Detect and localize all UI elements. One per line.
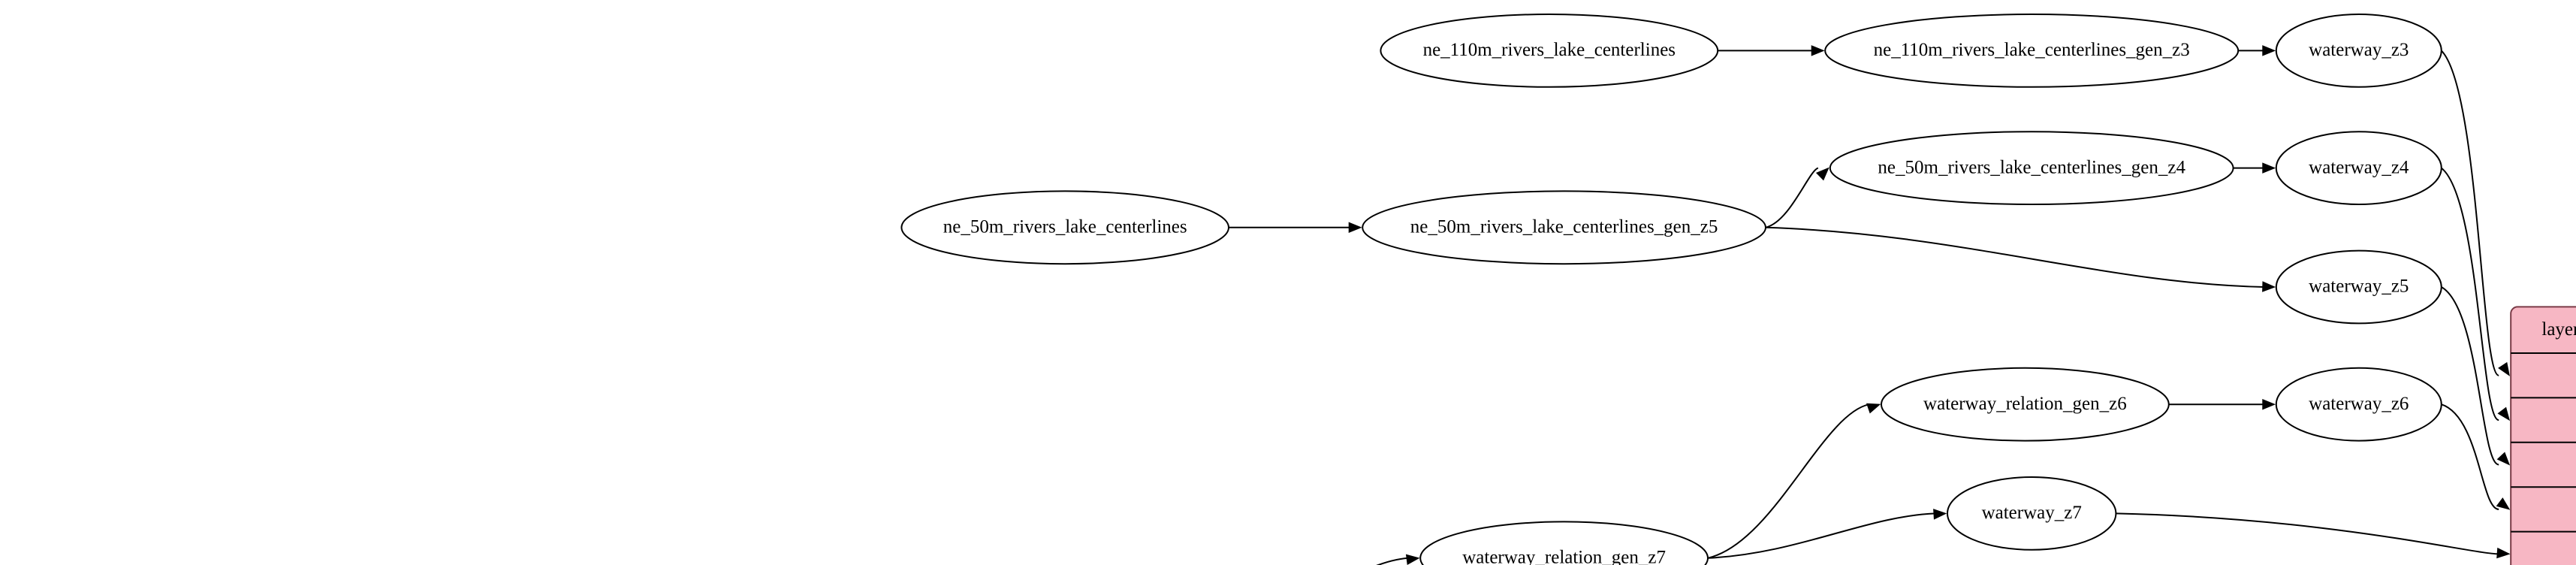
edge-layer	[1229, 45, 2511, 565]
node-shape	[2275, 249, 2442, 325]
edge-arrowhead	[1811, 45, 1825, 56]
edge-waterway_relation_gen_z8-to-waterway_relation_gen_z7	[1376, 554, 1420, 565]
edge-arrowhead	[1866, 403, 1881, 414]
edge-waterway_z4-to-layer_waterway-z4	[2441, 167, 2511, 421]
edge-waterway_relation_gen_z6-to-waterway_z6	[2168, 398, 2276, 410]
node-shape	[1824, 14, 2240, 88]
node-waterway_relation_gen_z7[interactable]: waterway_relation_gen_z7	[1419, 521, 1709, 565]
edge-arrowhead	[2262, 281, 2276, 292]
node-shape	[1947, 476, 2117, 551]
node-label: ne_110m_rivers_lake_centerlines	[1423, 40, 1676, 60]
edge-ne_110m_rivers_lake_centerlines_gen_z3-to-waterway_z3	[2238, 45, 2276, 56]
node-waterway_relation_gen_z6[interactable]: waterway_relation_gen_z6	[1881, 367, 2170, 442]
node-label: waterway_z5	[2309, 276, 2409, 297]
edge-line	[2441, 167, 2499, 421]
record-background	[2510, 306, 2576, 565]
edge-line	[1765, 226, 2264, 288]
node-label: ne_50m_rivers_lake_centerlines_gen_z5	[1410, 217, 1718, 237]
edge-ne_110m_rivers_lake_centerlines-to-ne_110m_rivers_lake_centerlines_gen_z3	[1718, 45, 1825, 56]
node-shape	[2275, 131, 2442, 206]
node-shape	[2275, 367, 2442, 442]
node-ne_50m_rivers_lake_centerlines_gen_z4[interactable]: ne_50m_rivers_lake_centerlines_gen_z4	[1829, 131, 2234, 206]
node-label: waterway_relation_gen_z7	[1462, 548, 1666, 565]
node-waterway_z5[interactable]: waterway_z5	[2275, 249, 2442, 325]
edge-arrowhead	[2496, 452, 2511, 466]
node-label: waterway_z7	[1982, 503, 2082, 523]
node-label: waterway_relation_gen_z6	[1923, 394, 2127, 414]
node-label: waterway_z4	[2309, 157, 2409, 177]
node-waterway_z3[interactable]: waterway_z3	[2275, 14, 2442, 88]
node-ne_110m_rivers_lake_centerlines[interactable]: ne_110m_rivers_lake_centerlines	[1380, 14, 1719, 88]
node-label: ne_110m_rivers_lake_centerlines_gen_z3	[1874, 40, 2190, 60]
node-shape	[2275, 14, 2442, 88]
edge-arrowhead	[2497, 406, 2511, 421]
node-ne_50m_rivers_lake_centerlines_gen_z5[interactable]: ne_50m_rivers_lake_centerlines_gen_z5	[1362, 190, 1767, 265]
edge-waterway_relation_gen_z7-to-waterway_relation_gen_z6	[1707, 403, 1881, 559]
edge-arrowhead	[2262, 162, 2276, 174]
edge-line	[1765, 167, 1819, 228]
edge-waterway_relation_gen_z7-to-waterway_z7	[1707, 509, 1947, 559]
node-ne_50m_rivers_lake_centerlines[interactable]: ne_50m_rivers_lake_centerlines	[900, 190, 1229, 265]
edge-ne_50m_rivers_lake_centerlines_gen_z5-to-waterway_z5	[1765, 226, 2276, 292]
edge-waterway_z7-to-layer_waterway-z7	[2116, 512, 2511, 559]
edge-line	[1707, 512, 1936, 559]
node-waterway_z6[interactable]: waterway_z6	[2275, 367, 2442, 442]
edge-ne_50m_rivers_lake_centerlines-to-ne_50m_rivers_lake_centerlines_gen_z5	[1229, 222, 1362, 234]
node-label: ne_50m_rivers_lake_centerlines_gen_z4	[1878, 157, 2185, 177]
edge-waterway_z3-to-layer_waterway-z3	[2441, 50, 2510, 376]
edge-arrowhead	[2496, 497, 2511, 510]
node-layer: imposm3osm_waterway_relationosm_waterway…	[900, 14, 2442, 565]
edge-arrowhead	[2498, 361, 2510, 376]
node-shape	[1380, 14, 1719, 88]
record-node-layer-waterway[interactable]: layer_waterwayz3z4z5z6z7z8z9z10z11z12z13…	[2510, 306, 2576, 565]
node-ne_110m_rivers_lake_centerlines_gen_z3[interactable]: ne_110m_rivers_lake_centerlines_gen_z3	[1824, 14, 2240, 88]
edge-arrowhead	[2262, 45, 2276, 56]
edge-arrowhead	[1933, 509, 1947, 520]
node-shape	[1419, 521, 1709, 565]
node-label: ne_50m_rivers_lake_centerlines	[943, 217, 1187, 237]
edge-line	[1376, 557, 1409, 565]
node-shape	[1362, 190, 1767, 265]
edge-line	[1707, 403, 1870, 559]
edge-arrowhead	[1815, 167, 1829, 181]
node-label: waterway_z3	[2309, 40, 2409, 60]
node-shape	[900, 190, 1229, 265]
edge-line	[2116, 512, 2499, 555]
edge-waterway_z5-to-layer_waterway-z5	[2441, 286, 2511, 466]
edge-arrowhead	[1405, 554, 1420, 565]
edge-ne_50m_rivers_lake_centerlines_gen_z4-to-waterway_z4	[2233, 162, 2276, 174]
node-label: waterway_z6	[2309, 394, 2409, 414]
node-shape	[1881, 367, 2170, 442]
edge-line	[2441, 286, 2499, 466]
edge-arrowhead	[1348, 222, 1362, 234]
edge-line	[2441, 50, 2499, 376]
edge-arrowhead	[2262, 398, 2276, 410]
edge-ne_50m_rivers_lake_centerlines_gen_z5-to-ne_50m_rivers_lake_centerlines_gen_z4	[1765, 167, 1829, 228]
edge-arrowhead	[2496, 547, 2511, 559]
record-layer: layer_waterwayz3z4z5z6z7z8z9z10z11z12z13…	[2510, 306, 2576, 565]
record-title: layer_waterway	[2541, 319, 2576, 340]
edge-line	[2441, 403, 2499, 510]
node-shape	[1829, 131, 2234, 206]
node-waterway_z7[interactable]: waterway_z7	[1947, 476, 2117, 551]
node-waterway_z4[interactable]: waterway_z4	[2275, 131, 2442, 206]
edge-waterway_z6-to-layer_waterway-z6	[2441, 403, 2511, 510]
